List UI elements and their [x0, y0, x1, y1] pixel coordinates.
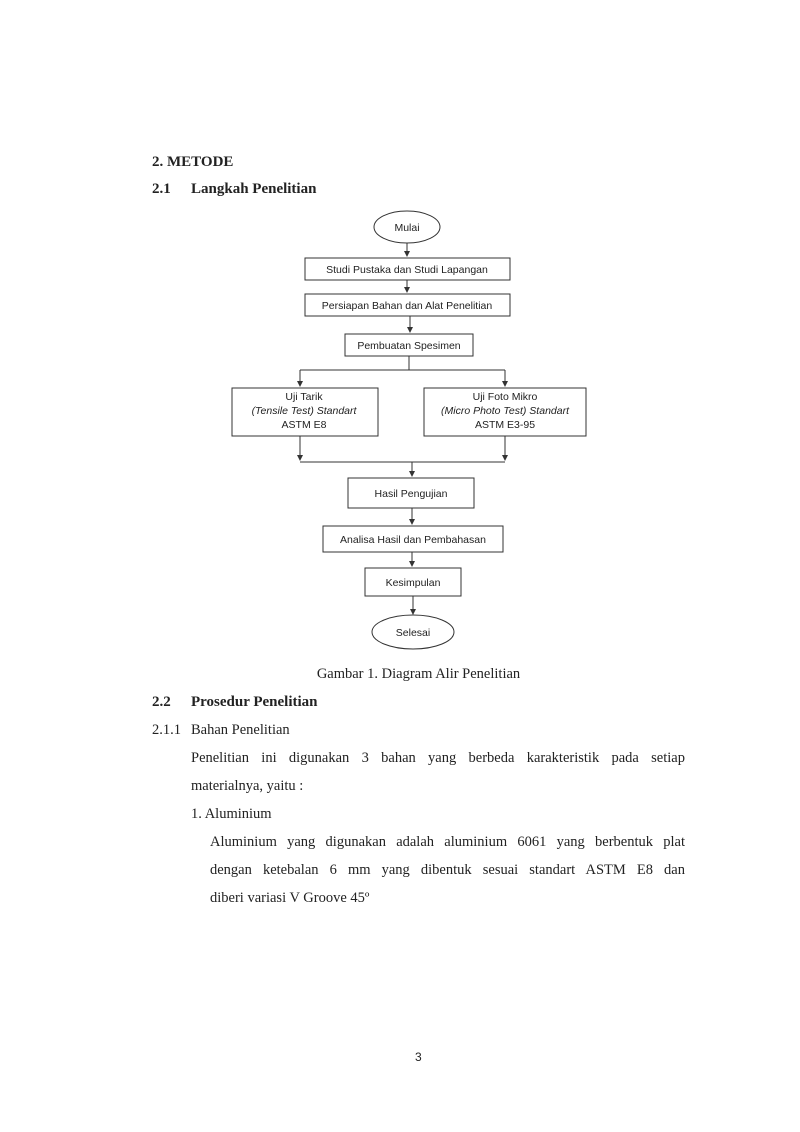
flow-step1-label: Studi Pustaka dan Studi Lapangan — [326, 264, 488, 276]
flow-left-line2: (Tensile Test) Standart — [252, 405, 358, 417]
aluminium-line-1: Aluminium yang digunakan adalah aluminiu… — [210, 834, 685, 850]
flow-step5-label: Analisa Hasil dan Pembahasan — [340, 534, 486, 546]
subsection-number-2: 2.2 — [152, 694, 171, 710]
flow-step6-label: Kesimpulan — [386, 577, 441, 589]
step-box-4 — [347, 477, 475, 509]
subsubsection-title: Bahan Penelitian — [191, 722, 290, 738]
flow-right-line3: ASTM E3-95 — [475, 419, 535, 431]
step-box-5 — [322, 525, 504, 553]
list-item-aluminium: 1. Aluminium — [191, 806, 272, 822]
subsection-title: Langkah Penelitian — [191, 181, 317, 197]
flow-left-line3: ASTM E8 — [282, 419, 327, 431]
figure-caption: Gambar 1. Diagram Alir Penelitian — [316, 666, 521, 682]
tensile-test-box — [231, 387, 379, 437]
flow-end-label: Selesai — [396, 627, 430, 639]
step-box-6 — [364, 567, 462, 597]
aluminium-line-3: diberi variasi V Groove 45º — [210, 890, 370, 906]
intro-line-1: Penelitian ini digunakan 3 bahan yang be… — [191, 750, 685, 766]
subsubsection-number: 2.1.1 — [152, 722, 181, 738]
subsection-title-2: Prosedur Penelitian — [191, 694, 318, 710]
flow-right-line2: (Micro Photo Test) Standart — [441, 405, 570, 417]
section-heading: 2. METODE — [152, 154, 234, 170]
flow-step4-label: Hasil Pengujian — [375, 488, 448, 500]
subsection-number: 2.1 — [152, 181, 171, 197]
flow-step2-label: Persiapan Bahan dan Alat Penelitian — [322, 300, 493, 312]
flow-start-label: Mulai — [394, 222, 419, 234]
intro-line-2: materialnya, yaitu : — [191, 778, 304, 794]
aluminium-line-2: dengan ketebalan 6 mm yang dibentuk sesu… — [210, 862, 685, 878]
flow-left-line1: Uji Tarik — [285, 391, 323, 403]
flow-right-line1: Uji Foto Mikro — [473, 391, 538, 403]
page-number: 3 — [415, 1050, 422, 1064]
step-box-2 — [304, 293, 511, 317]
flowchart-diagram: Mulai Studi Pustaka dan Studi Lapangan P… — [231, 210, 587, 650]
micro-photo-test-box — [423, 387, 587, 437]
end-terminal — [371, 614, 455, 650]
flow-step3-label: Pembuatan Spesimen — [357, 340, 460, 352]
